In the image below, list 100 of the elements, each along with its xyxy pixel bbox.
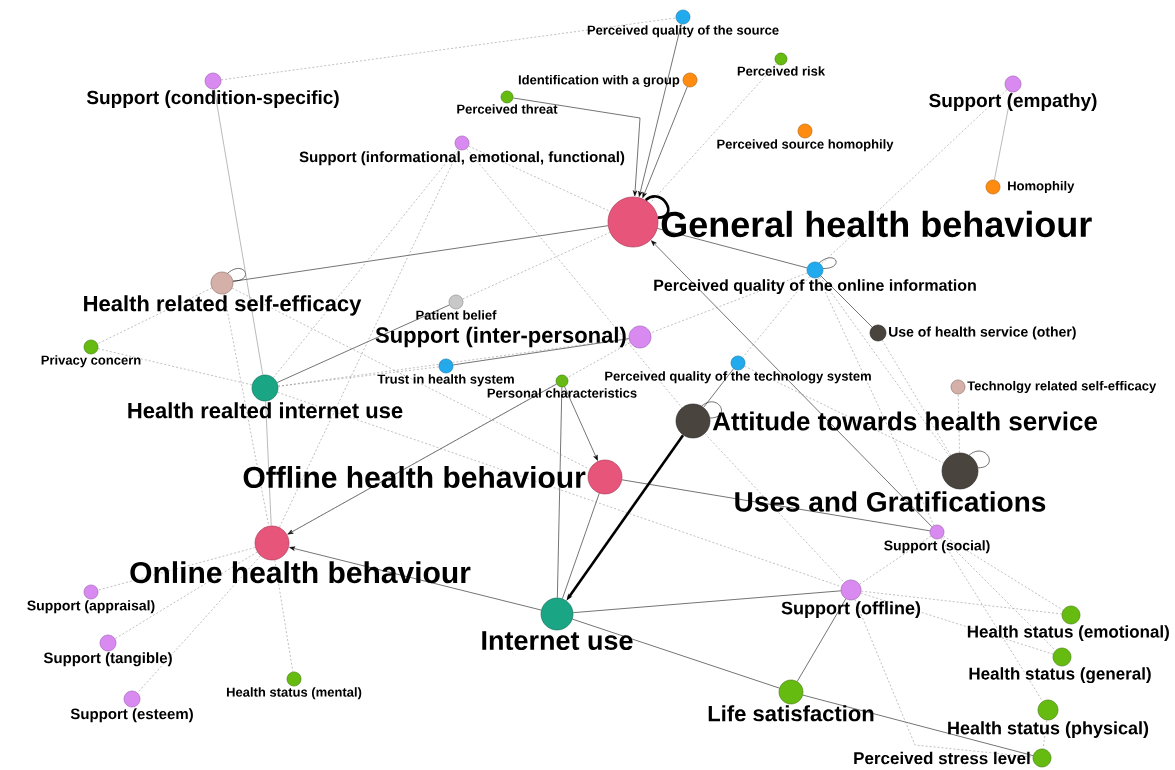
node-circle (869, 324, 887, 342)
node-label: Trust in health system (377, 374, 514, 387)
self-loop (227, 268, 246, 282)
node-circle (806, 261, 824, 279)
connector (742, 276, 810, 358)
arrow (651, 240, 933, 528)
node-label: Patient belief (416, 310, 497, 320)
node-circle (941, 452, 979, 490)
connector (277, 366, 439, 387)
node-circle (607, 196, 659, 248)
connector (650, 272, 808, 334)
node-label: Perceived quality of the technology system (605, 371, 871, 384)
node-label: Perceived risk (737, 66, 826, 76)
connector (97, 348, 253, 386)
node-label: Health status (mental) (226, 687, 362, 700)
node-label: Online health behaviour (130, 561, 471, 584)
connector (820, 89, 1008, 265)
self-loop (701, 401, 722, 419)
self-loop (644, 195, 670, 219)
node-circle (454, 135, 470, 151)
node-label: Support (esteem) (70, 708, 193, 723)
node-label: Technolgy related self-efficacy (967, 380, 1157, 394)
connector (621, 479, 931, 532)
node-circle (797, 123, 813, 139)
connector (214, 88, 264, 376)
arrow (287, 383, 557, 535)
node-label: Support (informational, emotional, functional) (299, 151, 625, 166)
connector (468, 145, 611, 212)
node-label: Perceived threat (457, 104, 558, 114)
arrow (564, 386, 598, 461)
node-circle (286, 671, 302, 687)
node-circle (123, 690, 141, 708)
node-circle (83, 584, 99, 600)
connector (819, 276, 950, 457)
node-circle (587, 459, 623, 495)
node-label: Privacy concern (41, 355, 141, 368)
node-circle (778, 679, 804, 705)
arrow (512, 97, 641, 197)
connector (137, 555, 261, 694)
connector (279, 149, 460, 528)
node-label: Homophily (1008, 180, 1075, 194)
connector (820, 275, 873, 328)
node-circle (929, 524, 945, 540)
node-circle (730, 355, 746, 371)
node-circle (204, 72, 222, 90)
node-label: Health status (emotional) (967, 625, 1169, 642)
node-label: General health behaviour (661, 210, 1092, 238)
connector (861, 590, 1062, 615)
node-circle (1037, 699, 1059, 721)
node-circle (985, 179, 1001, 195)
node-circle (1061, 605, 1081, 625)
arrow (289, 546, 542, 611)
connector (462, 232, 611, 300)
connector (704, 433, 845, 583)
connector (860, 592, 1054, 655)
node-circle (950, 379, 966, 395)
node-label: Health status (general) (969, 667, 1151, 684)
connector (97, 547, 256, 591)
node-label: Support (condition-specific) (86, 90, 339, 108)
node-label: Internet use (482, 631, 633, 651)
connector (277, 392, 842, 587)
node-circle (210, 271, 234, 295)
connector (572, 590, 841, 613)
connector (818, 277, 935, 526)
connector (941, 536, 1056, 651)
node-label: Uses and Gratifications (735, 491, 1046, 512)
connector (942, 535, 1064, 611)
node-label: Health related self-efficacy (84, 295, 362, 316)
node-label: Support (appraisal) (27, 600, 155, 614)
arrow (638, 23, 682, 197)
node-label: Perceived source homophily (717, 139, 894, 152)
node-circle (1032, 748, 1052, 768)
connector (649, 63, 777, 204)
connector (859, 535, 932, 585)
node-circle (675, 9, 691, 25)
connector (744, 365, 944, 464)
connector (276, 304, 450, 383)
connector (994, 91, 1012, 181)
node-label: Health status (physical) (948, 721, 1149, 738)
connector (274, 559, 294, 673)
node-label: Personal characteristics (487, 388, 637, 398)
connector (703, 368, 734, 408)
connector (223, 293, 269, 527)
connector (265, 401, 272, 526)
node-circle (840, 579, 862, 601)
node-label: Health realted internet use (128, 402, 403, 419)
connector (277, 338, 630, 387)
node-label: Support (tangible) (43, 652, 172, 667)
connector (221, 17, 676, 81)
node-circle (254, 525, 290, 561)
node-circle (675, 403, 711, 439)
connector (286, 342, 631, 535)
node-label: Attitude towards health service (712, 411, 1098, 431)
connector (882, 339, 951, 456)
connector (97, 287, 213, 345)
node-circle (251, 374, 279, 402)
node-label: Perceived quality of the source (587, 25, 779, 38)
node-label: Perceived stress level (854, 751, 1030, 765)
node-circle (1004, 75, 1022, 93)
node-circle (99, 634, 117, 652)
